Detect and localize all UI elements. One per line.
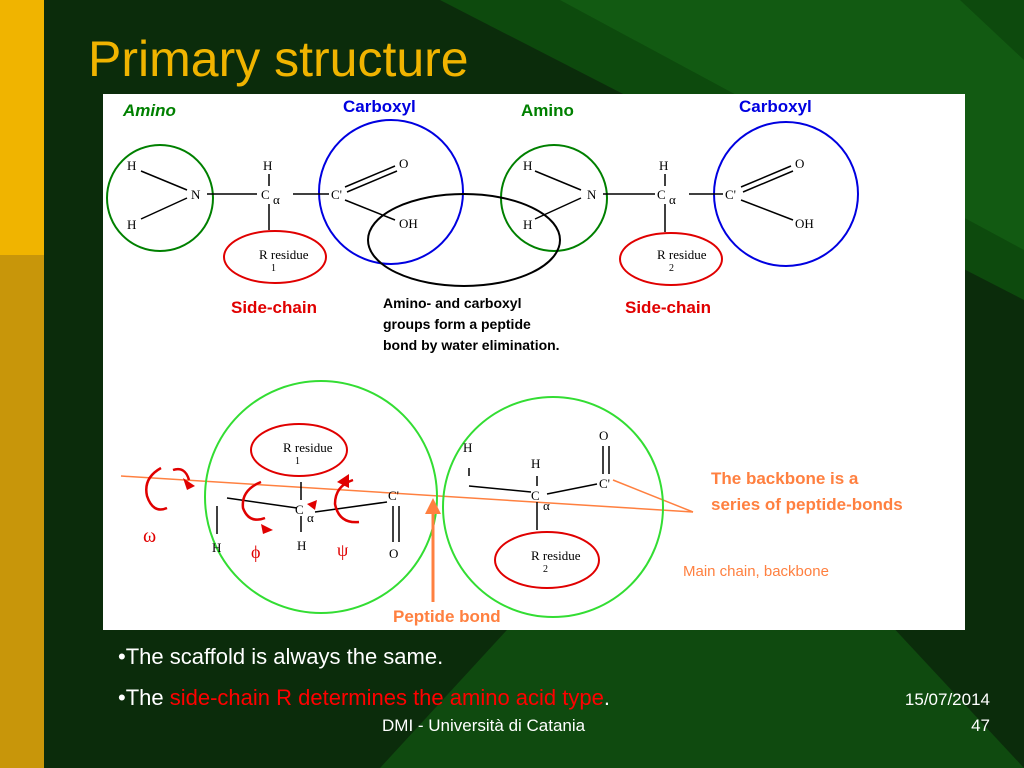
r-residue-label-1: R residue <box>259 247 309 262</box>
r-residue-ellipse-1 <box>223 230 327 284</box>
atom-n: N <box>191 187 201 202</box>
r-residue-ellipse-b1 <box>250 423 348 477</box>
footer-page-number: 47 <box>971 716 990 735</box>
residue-circle-1 <box>204 380 438 614</box>
atom-h: H <box>212 540 221 555</box>
carboxyl-label-1: Carboxyl <box>343 97 416 116</box>
psi-symbol: ψ <box>337 540 349 560</box>
residue-circle-2 <box>442 396 664 618</box>
r-residue-label-b2: R residue <box>531 548 581 563</box>
amino-circle-1 <box>106 144 214 252</box>
note-line-1: Amino- and carboxyl <box>383 295 521 311</box>
atom-c-prime: C' <box>388 488 399 503</box>
main-chain-line <box>120 475 694 513</box>
atom-h: H <box>531 456 540 471</box>
arrow-head <box>307 500 317 510</box>
arrow-head <box>261 524 273 534</box>
atom-oh: OH <box>795 216 814 231</box>
diagram-panel: Amino Carboxyl Amino Carboxyl H H N H C … <box>103 94 965 630</box>
note-line-2: groups form a peptide <box>383 316 531 332</box>
bullet-side-chain: •The side-chain R determines the amino a… <box>118 685 610 711</box>
bullet-highlight: side-chain R determines the amino acid t… <box>169 685 604 710</box>
bullet-suffix: . <box>603 685 610 710</box>
note-line-3: bond by water elimination. <box>383 337 560 353</box>
bullet-scaffold: •The scaffold is always the same. <box>118 644 444 669</box>
atom-h: H <box>263 158 272 173</box>
atom-c-alpha: C <box>261 187 270 202</box>
atom-h: H <box>127 158 136 173</box>
backbone-note-line-1: The backbone is a <box>711 469 859 488</box>
amino-label-1: Amino <box>122 101 176 120</box>
r-subscript-b2: 2 <box>543 564 548 575</box>
r-residue-label-b1: R residue <box>283 440 333 455</box>
arrow-head <box>337 474 349 488</box>
backbone-note-line-2: series of peptide-bonds <box>711 495 903 514</box>
atom-oh: OH <box>399 216 418 231</box>
carboxyl-circle-1 <box>318 119 464 265</box>
alpha-symbol: α <box>307 510 314 525</box>
atom-n: N <box>587 187 597 202</box>
atom-h: H <box>523 217 532 232</box>
atom-c-prime: C' <box>599 476 610 491</box>
peptide-bond-label: Peptide bond <box>393 607 501 626</box>
side-chain-label-1: Side-chain <box>231 298 317 317</box>
main-chain-line <box>612 479 694 513</box>
atom-o: O <box>599 428 608 443</box>
r-residue-ellipse-b2 <box>494 531 600 589</box>
atom-h: H <box>297 538 306 553</box>
omega-symbol: ω <box>143 525 156 547</box>
main-chain-label: Main chain, backbone <box>683 563 829 580</box>
atom-h: H <box>659 158 668 173</box>
r-residue-label-2: R residue <box>657 247 707 262</box>
side-chain-label-2: Side-chain <box>625 298 711 317</box>
atom-c-prime: C' <box>725 187 736 202</box>
atom-c-alpha: C <box>657 187 666 202</box>
peptide-bond-arrowhead <box>425 498 441 514</box>
alpha-symbol: α <box>669 192 676 207</box>
arrow-head <box>183 478 195 490</box>
alpha-symbol: α <box>273 192 280 207</box>
footer-date: 15/07/2014 <box>904 690 990 709</box>
r-subscript-b1: 1 <box>295 456 300 467</box>
carboxyl-label-2: Carboxyl <box>739 97 812 116</box>
atom-o: O <box>389 546 398 561</box>
slide-title: Primary structure <box>88 31 469 87</box>
amino-label-2: Amino <box>521 101 574 120</box>
phi-symbol: ϕ <box>251 542 260 562</box>
bullet-prefix: •The <box>118 685 170 710</box>
atom-c-alpha: C <box>295 502 304 517</box>
atom-c-prime: C' <box>331 187 342 202</box>
atom-o: O <box>795 156 804 171</box>
atom-h: H <box>127 217 136 232</box>
footer-institution: DMI - Università di Catania <box>382 716 586 735</box>
atom-o: O <box>399 156 408 171</box>
r-subscript-1: 1 <box>271 263 276 274</box>
atom-c-alpha: C <box>531 488 540 503</box>
alpha-symbol: α <box>543 498 550 513</box>
r-subscript-2: 2 <box>669 263 674 274</box>
atom-h: H <box>463 440 472 455</box>
r-residue-ellipse-2 <box>619 232 723 286</box>
water-elimination-ellipse <box>367 193 561 287</box>
atom-h: H <box>523 158 532 173</box>
